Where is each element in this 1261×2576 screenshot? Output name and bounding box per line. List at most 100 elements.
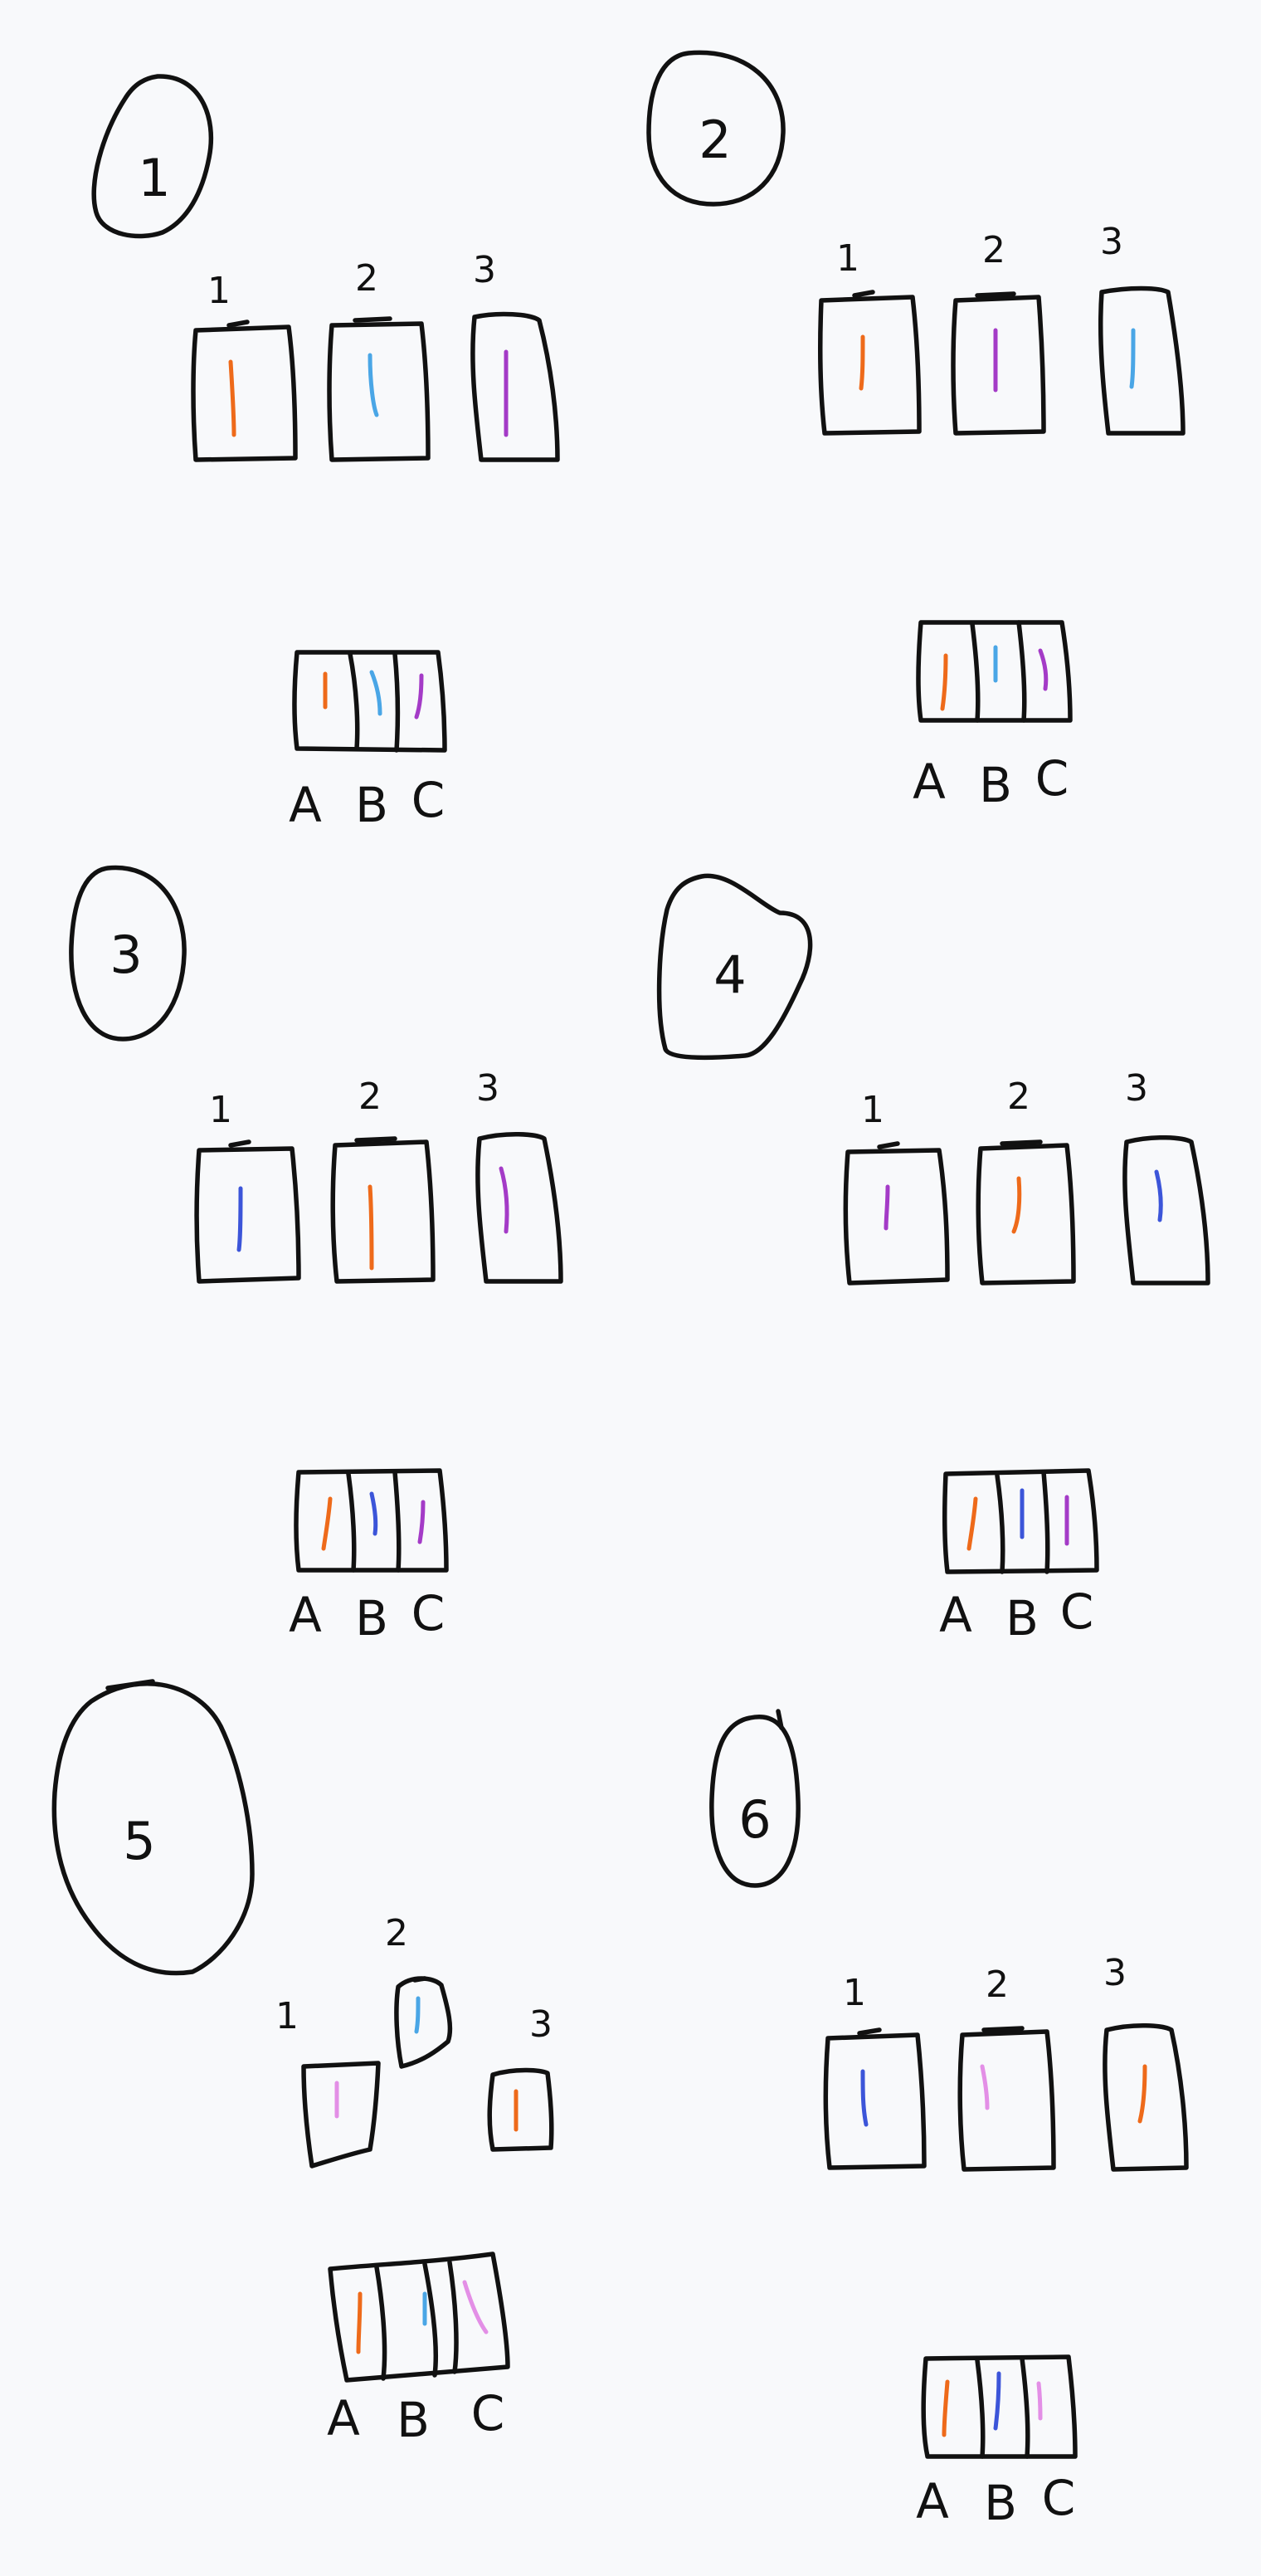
- panel-4-letter-c: C: [1060, 1583, 1094, 1640]
- panel-4-circle: [656, 873, 813, 1061]
- panel-4-box-1-label: 1: [861, 1089, 884, 1131]
- panel-2-box-3-mark: [1129, 328, 1136, 389]
- panel-1-box-1-label: 1: [207, 270, 231, 312]
- panel-5-circle: [51, 1681, 255, 1976]
- panel-3-combined: [294, 1468, 449, 1573]
- panel-2-circle: [646, 50, 786, 207]
- panel-2-combined-mark-a: [940, 653, 948, 711]
- panel-1-box-3-label: 3: [473, 249, 496, 291]
- panel-3-box-3: 3: [475, 1067, 563, 1284]
- panel-1-number: 1: [138, 148, 170, 208]
- panel-1-box-2: 2: [327, 257, 431, 462]
- panel-3-box-2: 2: [330, 1076, 436, 1284]
- panel-4-box-3-label: 3: [1125, 1067, 1148, 1110]
- panel-3-combined-mark-a: [321, 1496, 333, 1551]
- panel-4-box-2-mark: [1011, 1176, 1022, 1234]
- panel-1: 1 1 2 3 A B C: [91, 74, 560, 833]
- panel-3-letter-b: B: [355, 1590, 388, 1647]
- panel-5-combined-mark-c: [462, 2280, 489, 2334]
- panel-1-letter-a: A: [289, 777, 322, 833]
- panel-2-combined: [916, 620, 1073, 723]
- panel-4-box-3-mark: [1154, 1169, 1163, 1222]
- panel-2: 2 1 2 3 A B C: [646, 50, 1186, 813]
- panel-5-box-2: 2: [385, 1912, 453, 2069]
- panel-5-letter-b: B: [397, 2392, 430, 2448]
- panel-4-box-3: 3: [1122, 1067, 1210, 1286]
- panel-6-combined-mark-b: [993, 2371, 1001, 2431]
- panel-4-box-2-label: 2: [1007, 1076, 1030, 1118]
- panel-6-letter-c: C: [1042, 2470, 1076, 2526]
- panel-2-box-3-label: 3: [1100, 221, 1123, 263]
- panel-6-number: 6: [738, 1789, 771, 1850]
- panel-4-letter-a: A: [939, 1587, 972, 1643]
- panel-2-combined-mark-c: [1038, 648, 1049, 691]
- panel-1-box-2-label: 2: [355, 257, 378, 300]
- panel-5-box-3-label: 3: [529, 2003, 553, 2046]
- panel-4-box-1-mark: [884, 1184, 890, 1231]
- panel-6-box-1-mark: [860, 2069, 869, 2127]
- panel-5-letter-a: A: [327, 2390, 360, 2447]
- panel-6-box-1-label: 1: [843, 1972, 866, 2014]
- panel-4-box-2: 2: [976, 1076, 1076, 1286]
- panel-2-letter-c: C: [1035, 750, 1069, 807]
- panel-5: 5 1 2 3 A B C: [51, 1679, 554, 2448]
- panel-5-number: 5: [123, 1811, 155, 1871]
- panel-4-combined: [942, 1468, 1099, 1574]
- panel-2-box-3: 3: [1098, 221, 1186, 436]
- panel-3-letter-c: C: [411, 1585, 445, 1642]
- panel-5-box-3: 3: [487, 2003, 554, 2152]
- panel-5-box-1: 1: [275, 1995, 381, 2169]
- panel-5-box-2-label: 2: [385, 1912, 408, 1954]
- panel-5-combined-mark-a: [356, 2291, 363, 2354]
- panel-3-box-1-mark: [236, 1186, 243, 1252]
- panel-3-box-2-mark: [368, 1184, 374, 1271]
- panel-1-letter-b: B: [355, 777, 388, 833]
- panel-1-combined: [292, 650, 447, 753]
- panel-1-box-2-mark: [368, 353, 379, 417]
- panel-6-combined-mark-a: [942, 2379, 950, 2437]
- panel-6-letter-b: B: [984, 2475, 1017, 2531]
- panel-6-combined-box: [921, 2354, 1078, 2459]
- panel-6-box-1: 1: [823, 1972, 927, 2170]
- panel-3: 3 1 2 3 A B C: [69, 865, 563, 1647]
- panel-3-combined-box: [294, 1468, 449, 1573]
- panel-4-box-1: 1: [843, 1089, 950, 1286]
- panel-2-box-1: 1: [818, 237, 922, 436]
- panel-3-number: 3: [110, 925, 142, 985]
- panel-4: 4 1 2 3 A B C: [656, 873, 1210, 1647]
- panel-2-letter-b: B: [979, 757, 1012, 813]
- panel-3-circle: [69, 865, 187, 1042]
- panel-6-circle: [709, 1714, 801, 1888]
- panel-6-letter-a: A: [916, 2473, 949, 2530]
- panel-6-box-3-label: 3: [1103, 1952, 1127, 1994]
- panel-3-letter-a: A: [289, 1587, 322, 1643]
- panel-4-letter-b: B: [1005, 1590, 1039, 1647]
- panel-4-combined-box: [942, 1468, 1099, 1574]
- panel-1-box-3: 3: [470, 249, 560, 462]
- panel-6-box-3: 3: [1103, 1952, 1189, 2172]
- panel-2-box-1-mark: [859, 334, 865, 391]
- panel-6-box-2-label: 2: [986, 1964, 1009, 2006]
- panel-3-box-3-mark: [499, 1166, 509, 1234]
- panel-3-box-2-label: 2: [358, 1076, 382, 1118]
- panel-2-letter-a: A: [913, 754, 946, 810]
- panel-6-combined-mark-c: [1036, 2381, 1043, 2421]
- panel-6-box-2: 2: [957, 1964, 1056, 2172]
- panel-1-combined-mark-c: [414, 673, 424, 720]
- panel-2-box-1-label: 1: [836, 237, 859, 280]
- panel-5-combined: [328, 2252, 510, 2383]
- panel-3-box-1: 1: [194, 1089, 301, 1284]
- panel-4-combined-mark-a: [966, 1496, 978, 1551]
- panel-2-box-2: 2: [951, 229, 1046, 436]
- panel-5-box-1-label: 1: [275, 1995, 299, 2037]
- panel-1-circle: [91, 74, 214, 239]
- panel-4-number: 4: [713, 944, 746, 1005]
- panel-6-box-3-mark: [1137, 2064, 1147, 2124]
- panel-2-combined-box: [916, 620, 1073, 723]
- panel-6-box-2-mark: [980, 2064, 990, 2110]
- panel-3-box-1-label: 1: [209, 1089, 232, 1131]
- panel-5-combined-box: [328, 2252, 510, 2383]
- panel-1-box-1-mark: [228, 359, 236, 437]
- panel-6-combined: [921, 2354, 1078, 2459]
